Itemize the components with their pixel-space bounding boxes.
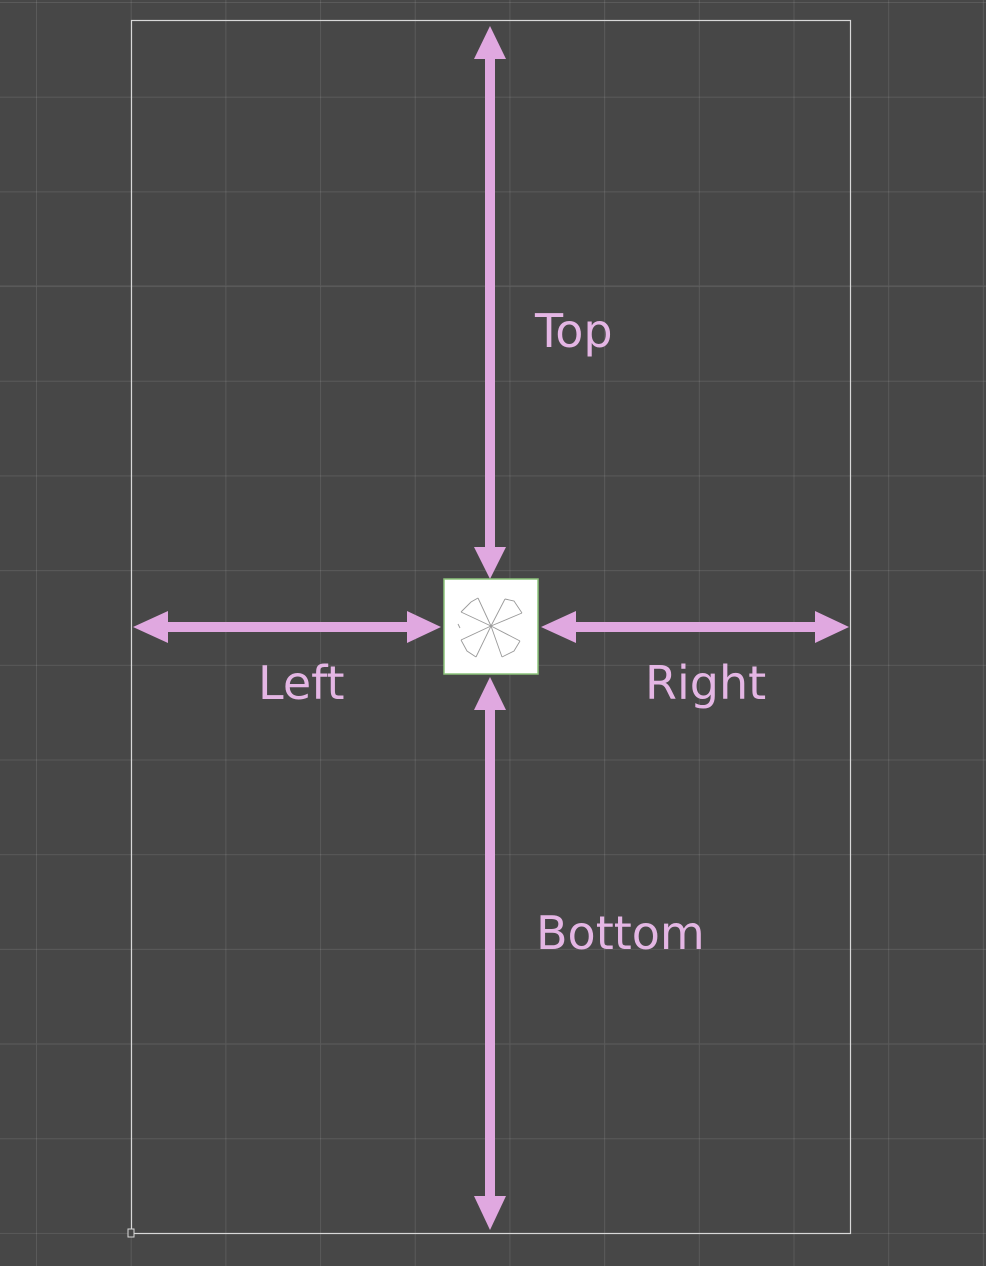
left-label: Left — [258, 656, 345, 710]
anchor-box[interactable] — [443, 578, 539, 675]
bottom-label: Bottom — [536, 906, 705, 960]
top-label: Top — [535, 304, 613, 358]
snowflake-anchor-icon — [457, 597, 523, 658]
right-arrow — [541, 611, 849, 643]
left-arrow — [133, 611, 441, 643]
bottom-arrow — [474, 677, 506, 1230]
arrows — [133, 26, 849, 1230]
container-frame — [130, 19, 852, 1235]
corner-handle[interactable] — [127, 1228, 135, 1238]
right-label: Right — [645, 656, 767, 710]
top-arrow — [474, 26, 506, 579]
